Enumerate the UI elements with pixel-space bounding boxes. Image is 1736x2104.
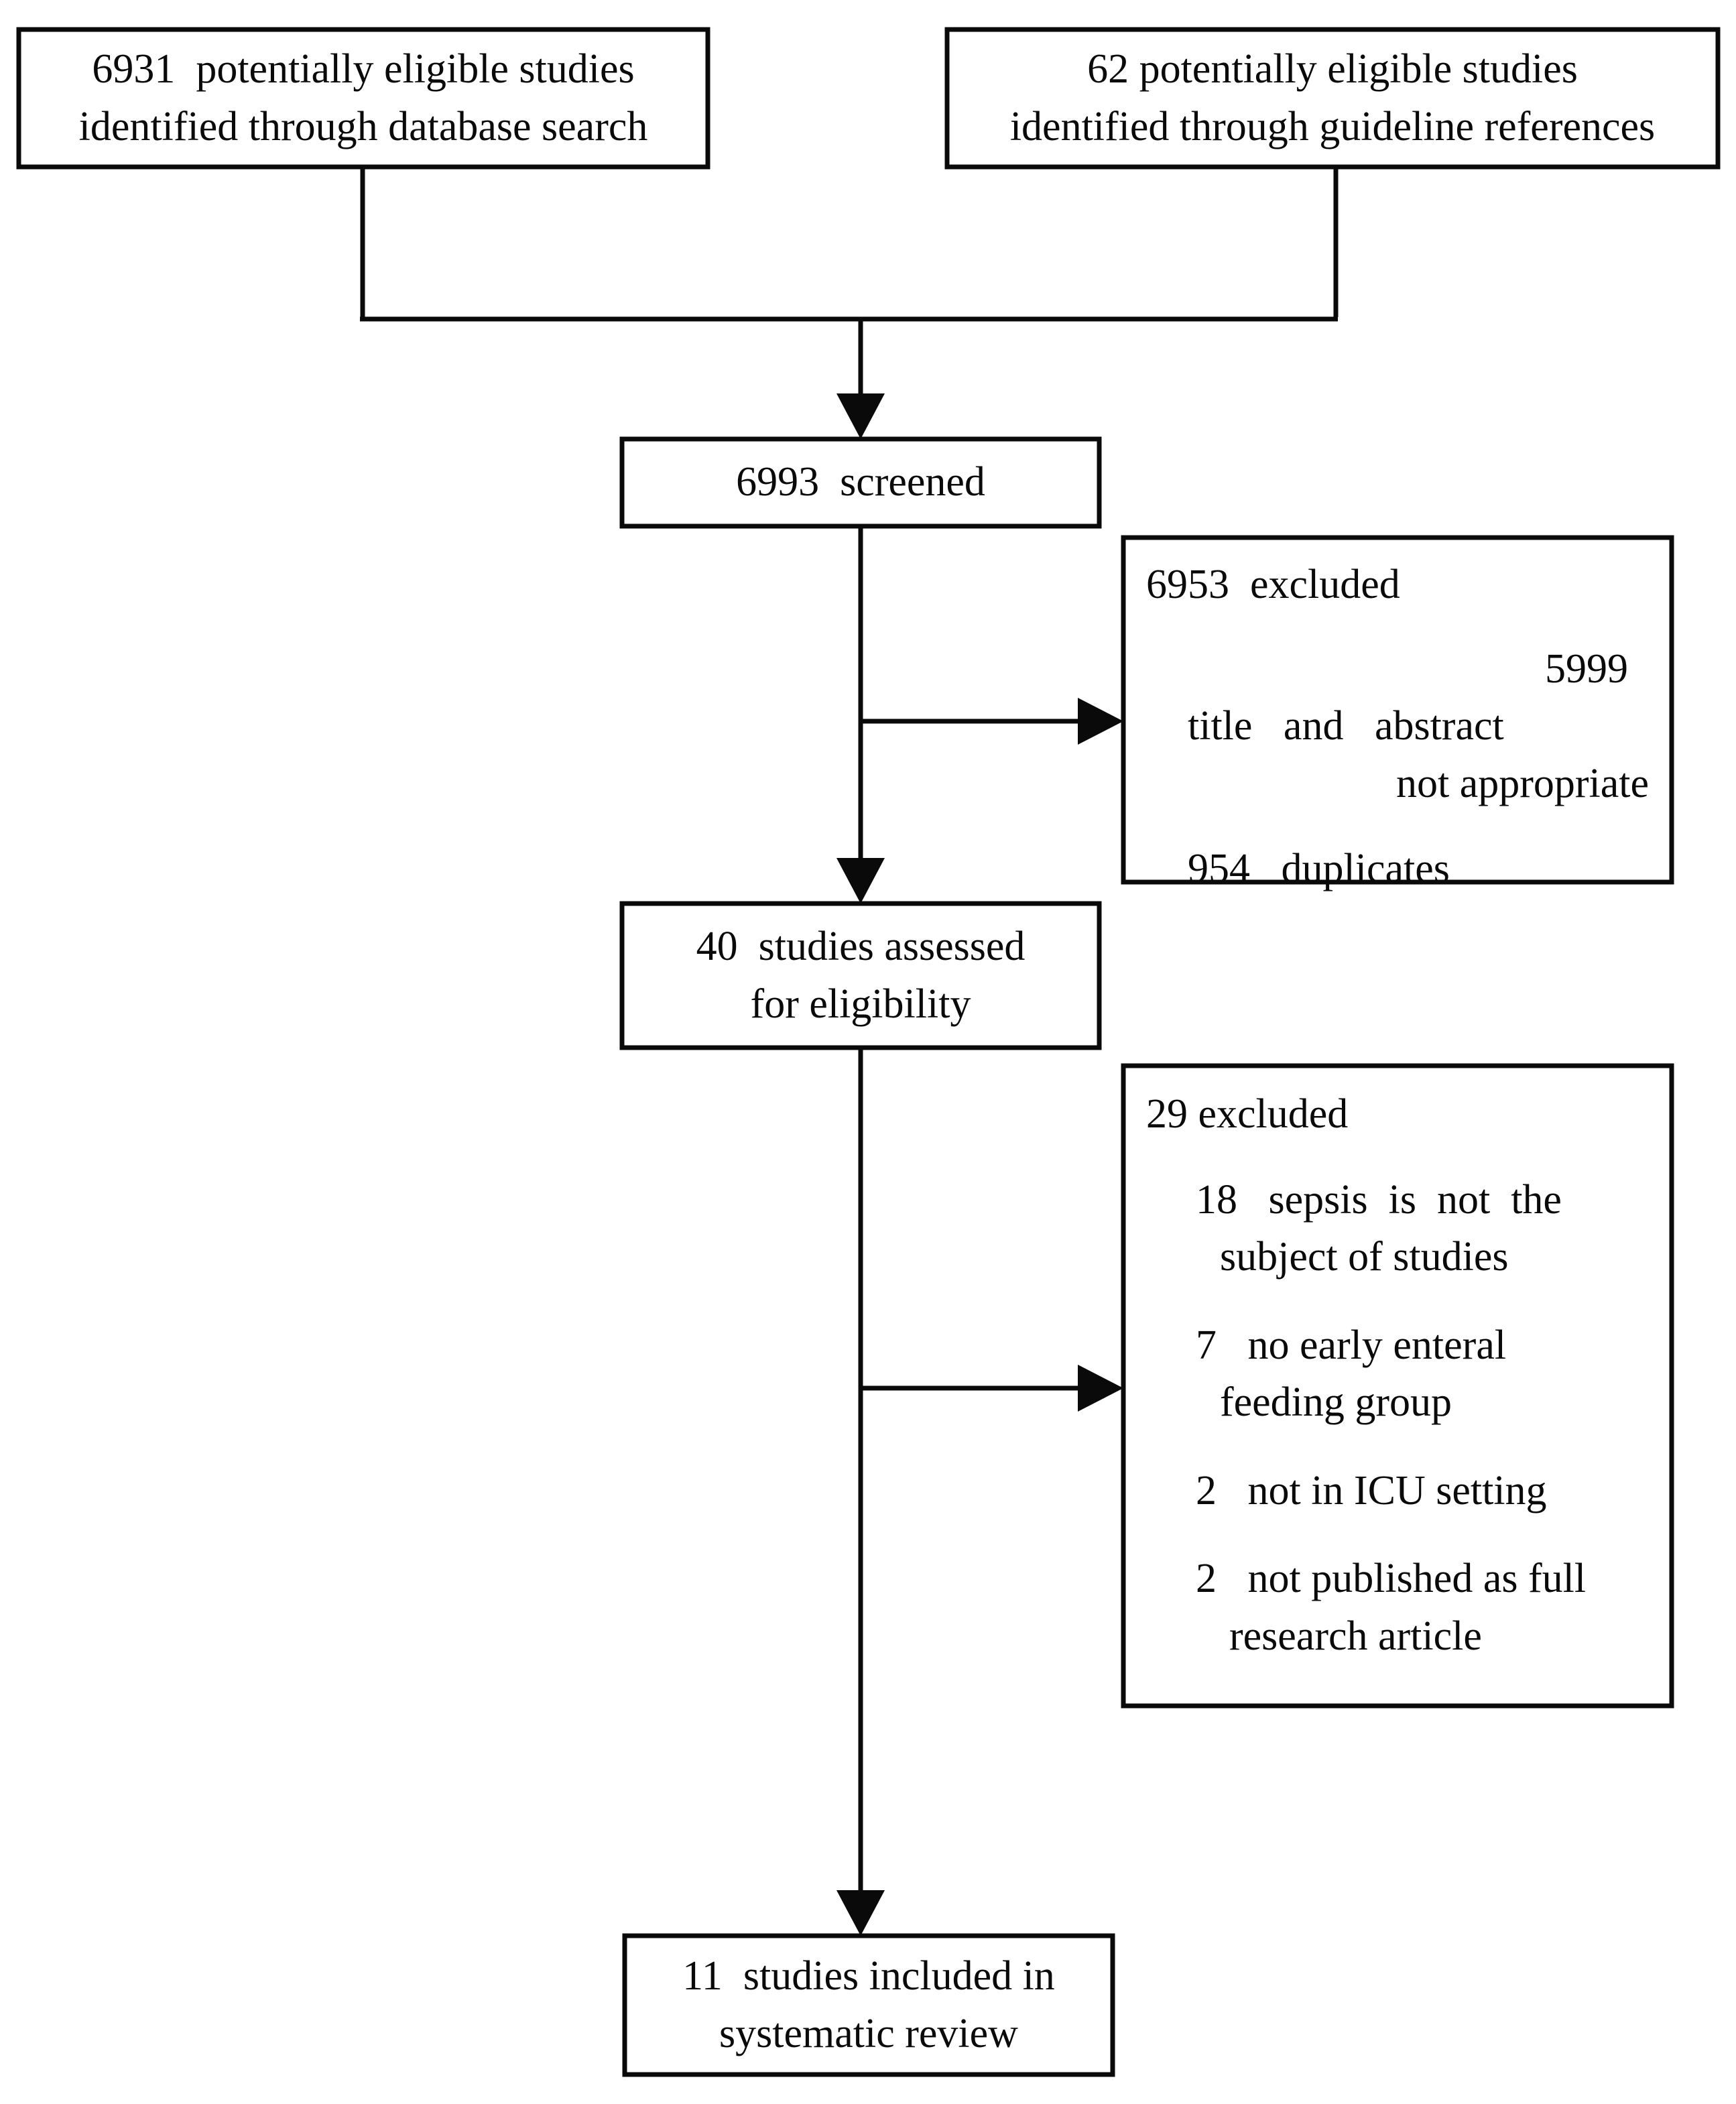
reason-line: duplicates	[1281, 846, 1450, 892]
reason-line: not appropriate	[1396, 760, 1649, 806]
reason-line: not published as full	[1247, 1556, 1587, 1602]
text-line: 6993 screened	[736, 459, 985, 505]
reason-line: feeding group	[1220, 1379, 1452, 1426]
box-excluded-eligibility	[1121, 1063, 1674, 1709]
arrowhead-to-assessed	[836, 858, 885, 904]
text-included: 11 studies included in systematic review	[625, 1936, 1113, 2075]
reason-line: research article	[1229, 1613, 1482, 1659]
text-excluded-screening: 6953 excluded 5999 title and abstract no…	[1123, 538, 1672, 891]
arrowhead-to-excluded-eligibility	[1078, 1365, 1123, 1412]
excluded-eligibility-reason: 2 not published as full research article	[1146, 1550, 1649, 1665]
text-line: 62 potentially eligible studies	[1087, 46, 1578, 92]
reason-count: 5999	[1545, 645, 1649, 692]
text-line: identified through database search	[78, 103, 648, 149]
excluded-screening-heading: 6953 excluded	[1146, 562, 1400, 607]
text-line: 6931 potentially eligible studies	[92, 46, 635, 92]
excluded-eligibility-reason: 2 not in ICU setting	[1146, 1463, 1649, 1520]
box-included	[622, 1933, 1115, 2077]
excluded-screening-reason: 954 duplicates	[1146, 841, 1649, 898]
reason-line: sepsis is not the	[1268, 1176, 1562, 1223]
text-line: 11 studies included in	[682, 1953, 1055, 1999]
text-line: systematic review	[719, 2010, 1018, 2056]
text-line: 40 studies assessed	[696, 923, 1026, 969]
excluded-screening-reason: 5999 title and abstract not appropriate	[1146, 641, 1649, 813]
reason-line: subject of studies	[1220, 1234, 1509, 1280]
reason-count: 954	[1188, 846, 1271, 892]
excluded-eligibility-reason: 18 sepsis is not the subject of studies	[1146, 1172, 1649, 1286]
reason-count: 2	[1196, 1467, 1237, 1513]
text-assessed-eligibility: 40 studies assessed for eligibility	[622, 904, 1099, 1048]
text-line: identified through guideline references	[1009, 103, 1656, 149]
text-line: for eligibility	[750, 981, 971, 1027]
reason-line: title and abstract	[1188, 703, 1504, 749]
reason-count: 2	[1196, 1556, 1237, 1602]
reason-line: not in ICU setting	[1247, 1467, 1547, 1513]
arrowhead-to-screened	[836, 393, 885, 439]
box-database-search	[16, 27, 710, 170]
excluded-eligibility-heading: 29 excluded	[1146, 1091, 1349, 1137]
arrowhead-to-included	[836, 1890, 885, 1936]
box-excluded-screening	[1121, 535, 1674, 885]
text-database-search: 6931 potentially eligible studies identi…	[31, 29, 696, 167]
text-guideline-references: 62 potentially eligible studies identifi…	[955, 29, 1710, 167]
reason-line: no early enteral	[1247, 1322, 1507, 1368]
reason-count: 7	[1196, 1322, 1237, 1368]
excluded-eligibility-reason: 7 no early enteral feeding group	[1146, 1317, 1649, 1432]
box-guideline-references	[944, 27, 1721, 170]
arrowhead-to-excluded-screening	[1078, 698, 1123, 745]
text-excluded-eligibility: 29 excluded 18 sepsis is not the subject…	[1123, 1066, 1672, 1706]
text-screened: 6993 screened	[622, 439, 1099, 526]
reason-count: 18	[1196, 1176, 1258, 1223]
